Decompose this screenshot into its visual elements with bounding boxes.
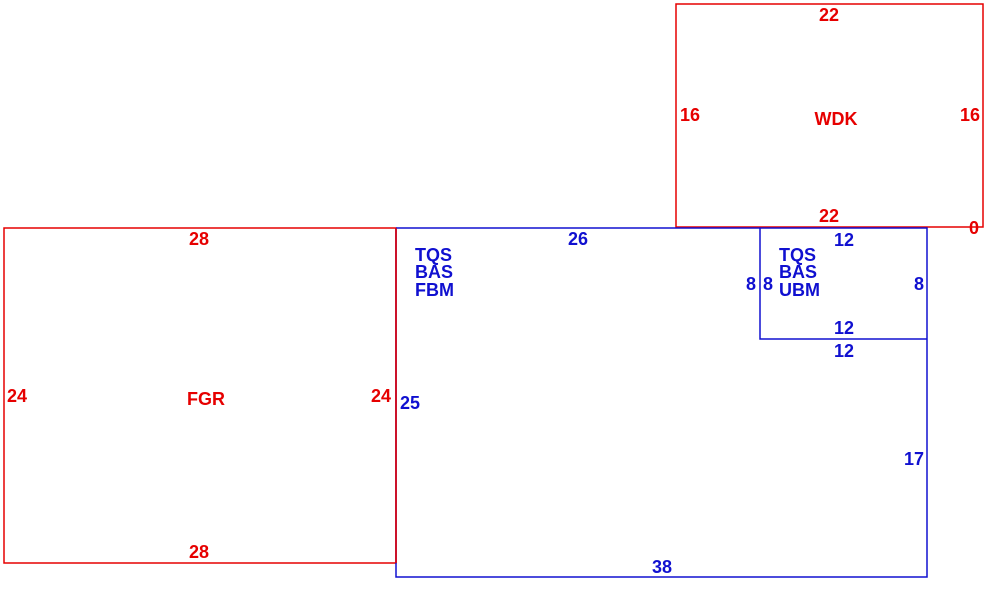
ubm-right-dimension: 8 (914, 274, 924, 294)
wdk-top-dimension: 22 (819, 5, 839, 25)
wdk-right-dimension: 16 (960, 105, 980, 125)
fbm-inner-top-dimension: 12 (834, 341, 854, 361)
fbm-label-line-2: BAS (415, 262, 453, 282)
wdk-corner-dimension: 0 (969, 218, 979, 238)
wdk-bottom-dimension: 22 (819, 206, 839, 226)
ubm-label-line-1: TQS (779, 245, 816, 265)
fbm-label-line-3: FBM (415, 280, 454, 300)
ubm-room-outline (759, 228, 927, 340)
fbm-right-dimension: 17 (904, 449, 924, 469)
fgr-bottom-dimension: 28 (189, 542, 209, 562)
wdk-room-label: WDK (815, 109, 858, 129)
ubm-top-dimension: 12 (834, 230, 854, 250)
ubm-left-dimension: 8 (763, 274, 773, 294)
fgr-top-dimension: 28 (189, 229, 209, 249)
fgr-room-label: FGR (187, 389, 225, 409)
fbm-bottom-dimension: 38 (652, 557, 672, 577)
fbm-label-line-1: TQS (415, 245, 452, 265)
ubm-bottom-dimension: 12 (834, 318, 854, 338)
wdk-left-dimension: 16 (680, 105, 700, 125)
ubm-label-line-3: UBM (779, 280, 820, 300)
fbm-left-dimension: 25 (400, 393, 420, 413)
fgr-left-dimension: 24 (7, 386, 27, 406)
fbm-top-dimension: 26 (568, 229, 588, 249)
fbm-inner-left-dimension: 8 (746, 274, 756, 294)
fgr-right-dimension: 24 (371, 386, 391, 406)
fbm-room-outline (395, 227, 928, 578)
wdk-room-outline (675, 3, 984, 228)
ubm-label-line-2: BAS (779, 262, 817, 282)
